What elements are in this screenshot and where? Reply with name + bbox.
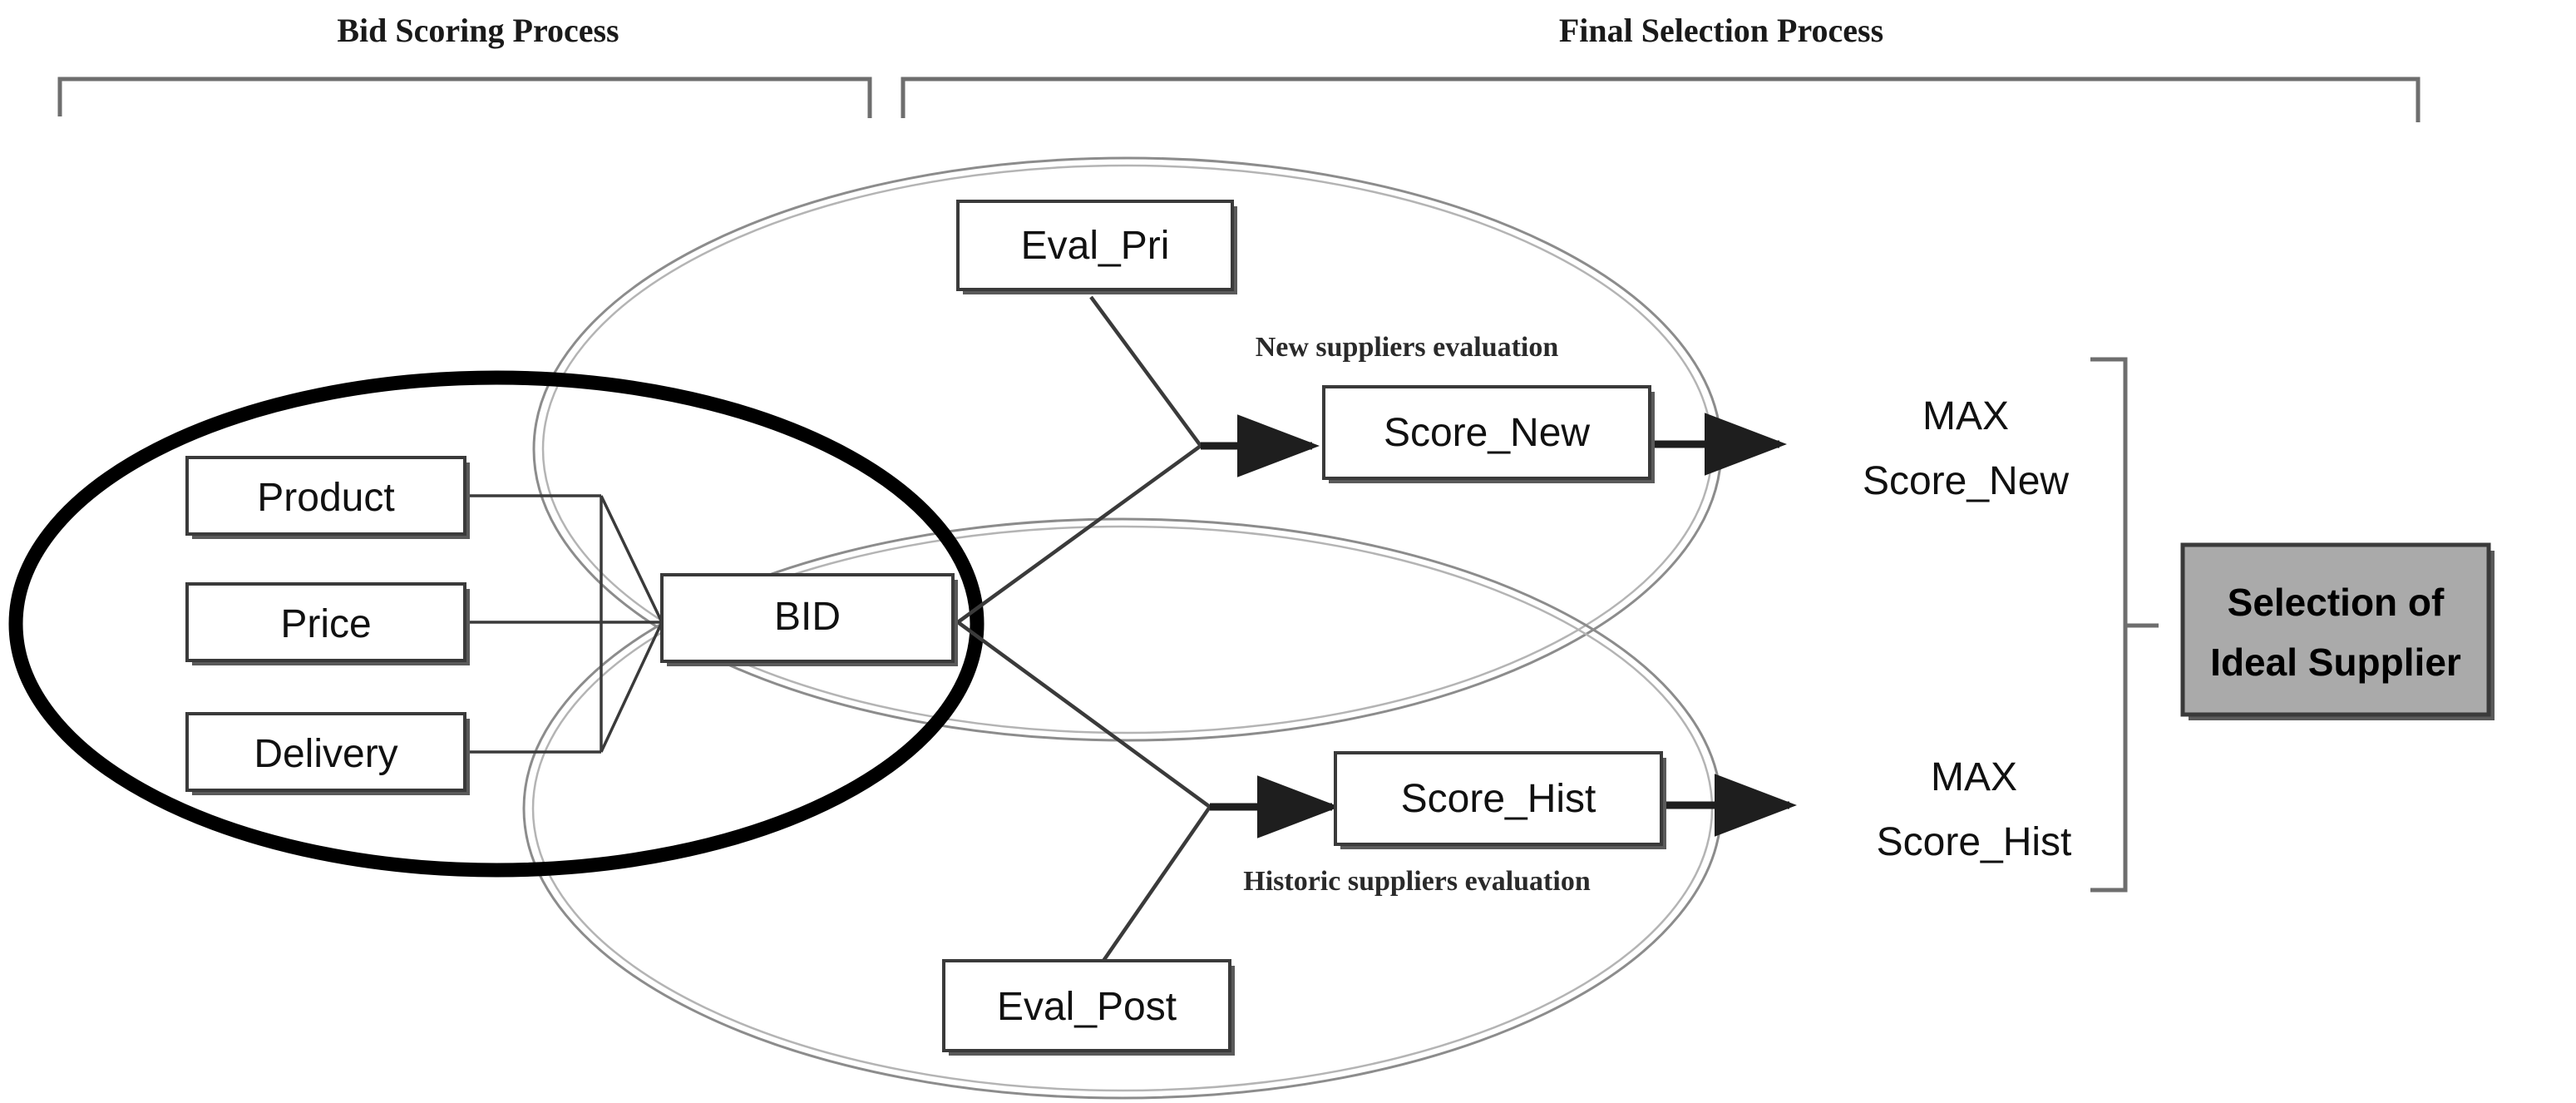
node-price-label: Price xyxy=(280,602,371,646)
node-bid-label: BID xyxy=(774,595,841,639)
node-product-label: Product xyxy=(257,476,394,520)
result-line-2: Ideal Supplier xyxy=(2210,641,2461,684)
annotation-historic-suppliers-evaluation: Historic suppliers evaluation xyxy=(1243,866,1591,897)
connector-evalpost-to-junction xyxy=(1102,805,1212,962)
ellipse-bid-scoring xyxy=(8,370,985,878)
connector-bid-to-junctions xyxy=(956,444,1212,809)
node-eval-post-label: Eval_Post xyxy=(997,985,1177,1029)
node-eval-post[interactable]: Eval_Post xyxy=(942,959,1235,1056)
node-bid[interactable]: BID xyxy=(660,573,958,666)
result-selection-of-ideal-supplier[interactable]: Selection of Ideal Supplier xyxy=(2180,542,2495,720)
output-max-score-hist-line2: Score_Hist xyxy=(1877,820,2072,864)
node-score-hist-label: Score_Hist xyxy=(1401,777,1596,821)
node-delivery[interactable]: Delivery xyxy=(185,712,470,795)
output-max-score-hist-line1: MAX xyxy=(1931,755,2017,799)
node-score-new[interactable]: Score_New xyxy=(1322,385,1655,483)
annotation-new-suppliers-evaluation: New suppliers evaluation xyxy=(1256,332,1559,363)
node-eval-pri[interactable]: Eval_Pri xyxy=(956,200,1237,294)
node-score-hist[interactable]: Score_Hist xyxy=(1334,751,1666,849)
node-price[interactable]: Price xyxy=(185,582,470,665)
result-line-1: Selection of xyxy=(2228,581,2445,624)
header-final-selection-process: Final Selection Process xyxy=(1559,12,1883,49)
bracket-bid-scoring xyxy=(57,77,872,118)
node-product[interactable]: Product xyxy=(185,456,470,539)
node-eval-pri-label: Eval_Pri xyxy=(1021,224,1170,268)
connector-criteria-to-bid xyxy=(467,494,664,754)
connector-evalpri-to-junction xyxy=(1089,295,1202,448)
output-max-score-new-line2: Score_New xyxy=(1863,459,2069,503)
header-bid-scoring-process: Bid Scoring Process xyxy=(337,12,619,49)
bracket-final-selection xyxy=(901,77,2421,122)
node-score-new-label: Score_New xyxy=(1384,411,1590,455)
node-delivery-label: Delivery xyxy=(254,732,397,776)
bracket-final-result xyxy=(2090,357,2159,893)
output-max-score-new-line1: MAX xyxy=(1922,394,2009,438)
